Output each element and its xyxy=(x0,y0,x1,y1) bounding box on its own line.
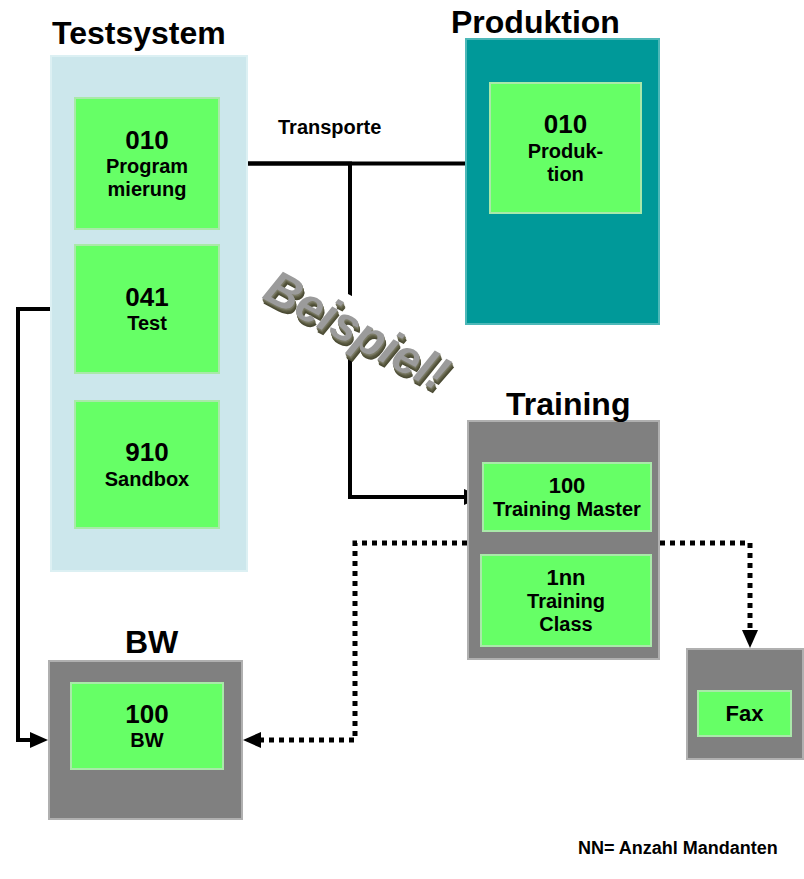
client-box: 1nnTraining Class xyxy=(480,554,652,647)
system-panel: Testsystem010Program mierung041Test910Sa… xyxy=(50,55,248,572)
panel-heading: Testsystem xyxy=(52,15,246,52)
client-box: 041Test xyxy=(74,244,220,374)
client-name: Produk- tion xyxy=(521,140,611,186)
client-box: 010Produk- tion xyxy=(489,82,642,214)
client-number: 100 xyxy=(125,700,168,730)
panel-heading: BW xyxy=(125,624,316,661)
watermark: Beispiel! xyxy=(249,255,466,405)
client-name: Sandbox xyxy=(105,468,189,491)
system-panel: BW100BW xyxy=(48,660,243,820)
client-name: BW xyxy=(130,729,163,752)
client-name: Training Class xyxy=(511,590,621,636)
client-number: 010 xyxy=(544,110,587,140)
system-panel: Training100Training Master1nnTraining Cl… xyxy=(467,420,660,660)
client-name: Training Master xyxy=(493,498,641,521)
panel-heading: Training xyxy=(506,386,695,423)
client-number: 100 xyxy=(549,473,586,498)
client-number: 010 xyxy=(125,126,168,156)
client-name: Program mierung xyxy=(80,155,214,201)
client-box: 100Training Master xyxy=(482,462,652,532)
fax-panel: Fax xyxy=(686,648,804,760)
panel-heading: Produktion xyxy=(451,4,642,41)
client-box: 010Program mierung xyxy=(74,97,220,230)
client-number: 910 xyxy=(125,438,168,468)
client-name: Fax xyxy=(697,690,792,737)
client-box: 100BW xyxy=(70,682,224,770)
client-box: 910Sandbox xyxy=(74,400,220,529)
client-number: 041 xyxy=(125,283,168,313)
system-panel: Produktion010Produk- tion xyxy=(465,38,660,325)
client-number: 1nn xyxy=(546,565,585,590)
transport-label: Transporte xyxy=(275,116,384,139)
client-name: Test xyxy=(127,312,167,335)
dotted-link xyxy=(261,543,467,740)
dotted-link xyxy=(660,543,750,630)
footnote: NN= Anzahl Mandanten xyxy=(578,838,778,859)
